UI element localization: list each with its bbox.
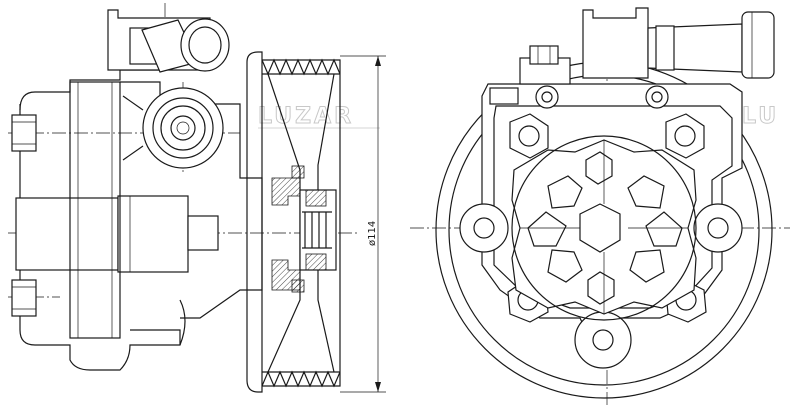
cutout-bottom xyxy=(587,271,615,305)
pulley-front-web xyxy=(511,139,697,315)
cutout-top xyxy=(585,151,613,185)
outlet-boss-webs xyxy=(122,95,144,161)
outlet-bore-center xyxy=(176,121,190,135)
top-nut xyxy=(529,45,559,65)
cutout-right xyxy=(645,211,683,247)
watermark-text: LUZAR xyxy=(258,104,354,129)
rear-housing-top xyxy=(35,69,160,93)
pulley-spokes xyxy=(520,140,688,314)
cutout-center xyxy=(579,203,621,253)
inlet-tube-end xyxy=(180,18,230,72)
pulley-hub-circle xyxy=(511,135,697,321)
boss-lower-left xyxy=(11,279,37,317)
cutout-upper-right xyxy=(627,175,665,209)
hub-section-bottom xyxy=(305,253,327,271)
watermark-text-right: LU xyxy=(742,104,779,129)
side-tube-end xyxy=(741,11,775,79)
pulley-grooves-bottom xyxy=(261,370,341,388)
boss-upper-left xyxy=(11,114,37,152)
front-housing xyxy=(120,81,263,319)
mount-ear-left xyxy=(459,203,509,253)
cutout-left xyxy=(527,211,567,247)
hub-section-upper xyxy=(271,177,301,206)
pulley-rim-left xyxy=(246,51,263,393)
side-tube-collar xyxy=(655,25,675,71)
hub-nut-top xyxy=(291,165,305,179)
dim-arrow-top xyxy=(375,56,381,66)
hub-spline xyxy=(304,212,327,248)
outlet-boss-outer xyxy=(142,87,224,169)
top-port xyxy=(582,7,649,79)
front-housing-lower xyxy=(130,329,181,345)
valve-block xyxy=(117,195,189,273)
bolt-top-right xyxy=(645,85,669,109)
outlet-bore xyxy=(170,115,196,141)
hex-bolt-upper-right xyxy=(665,113,705,159)
cutout-lower-right xyxy=(629,249,665,283)
dimension-label: ø114 xyxy=(367,221,378,246)
cutout-lower-left xyxy=(547,249,583,283)
outlet-boss-mid xyxy=(152,97,214,159)
bolt-top-left xyxy=(535,85,559,109)
shaft-stub xyxy=(187,215,219,251)
cutout-upper-left xyxy=(547,175,583,209)
hex-bolt-upper-left xyxy=(509,113,549,159)
dim-arrow-bottom xyxy=(375,382,381,392)
rear-housing xyxy=(19,104,186,371)
side-view: ø114 xyxy=(8,3,386,393)
flange-rear xyxy=(69,81,121,339)
watermark-left: LUZAR xyxy=(258,104,380,130)
rear-housing-corner xyxy=(19,91,36,111)
pulley-rim xyxy=(262,59,341,387)
hub-section-top xyxy=(305,189,327,207)
watermark-right: LU xyxy=(742,104,779,130)
outlet-boss-inner xyxy=(160,105,206,151)
left-tab xyxy=(489,87,519,105)
front-view xyxy=(410,7,790,405)
hub-nut-bottom xyxy=(291,279,305,293)
mount-ear-right xyxy=(693,203,743,253)
middle-body-block xyxy=(15,197,119,271)
inlet-tube-bore xyxy=(188,26,222,64)
pulley-grooves-top xyxy=(261,58,341,76)
